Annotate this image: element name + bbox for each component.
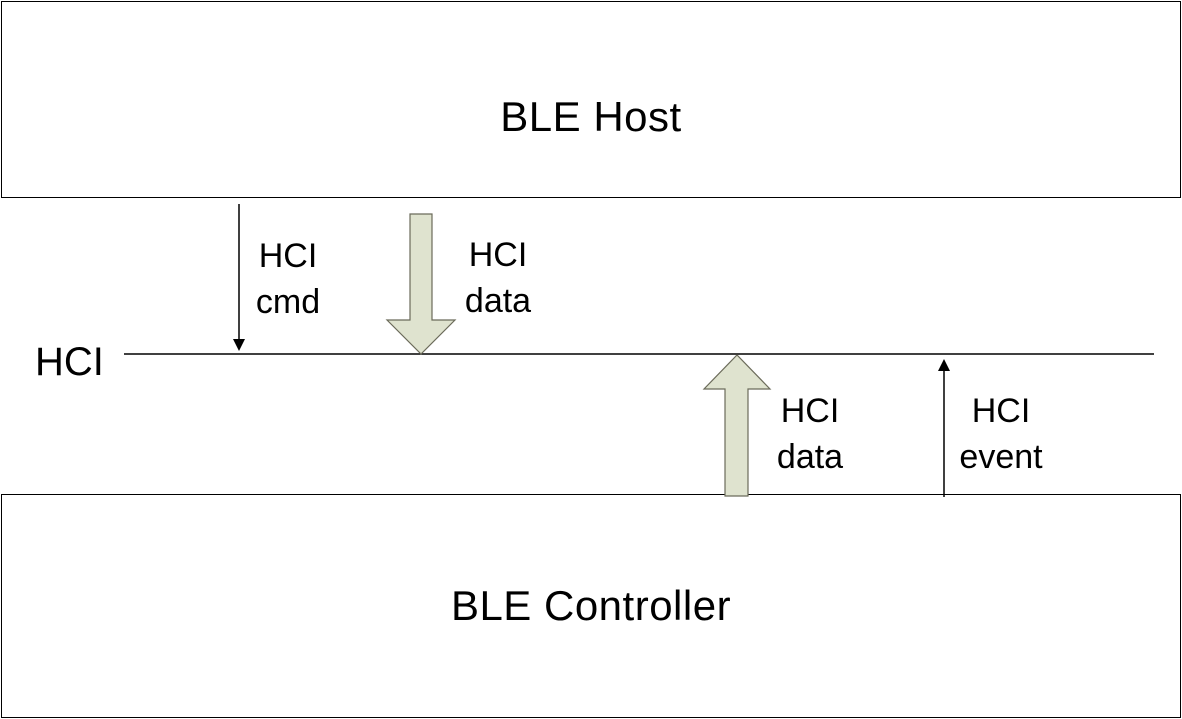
hci-boundary-label: HCI: [35, 340, 104, 384]
hci-data-down-arrow: [385, 213, 457, 355]
hci-data-down-label-line1: HCI: [468, 236, 528, 274]
hci-event-label-line2: event: [959, 438, 1043, 476]
hci-event-arrow: [938, 359, 950, 497]
hci-cmd-label-line1: HCI: [258, 237, 318, 275]
hci-data-up-arrow: [702, 354, 772, 497]
hci-event-label: HCI event: [951, 388, 1051, 480]
hci-cmd-label-line2: cmd: [255, 283, 321, 321]
hci-data-up-label-line2: data: [776, 438, 844, 476]
hci-data-up-label-line1: HCI: [780, 392, 840, 430]
ble-host-title: BLE Host: [500, 93, 682, 140]
hci-data-down-label: HCI data: [458, 232, 538, 324]
hci-data-down-label-line2: data: [464, 282, 532, 320]
hci-cmd-arrow: [233, 204, 245, 351]
ble-host-box: BLE Host: [1, 1, 1181, 198]
hci-cmd-label: HCI cmd: [248, 233, 328, 325]
hci-data-up-label: HCI data: [770, 388, 850, 480]
ble-controller-box: BLE Controller: [1, 494, 1181, 718]
ble-controller-title: BLE Controller: [450, 582, 732, 629]
hci-event-label-line1: HCI: [971, 392, 1031, 430]
